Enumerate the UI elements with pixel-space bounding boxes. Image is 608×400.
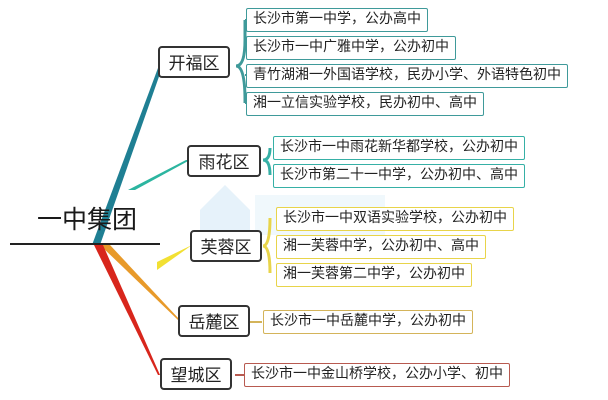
school-yuhua-1[interactable]: 长沙市一中雨花新华都学校，公办初中 <box>273 136 525 160</box>
school-yuhua-2[interactable]: 长沙市第二十一中学，公办初中、高中 <box>273 164 525 188</box>
district-yuelu[interactable]: 岳麓区 <box>178 305 250 337</box>
district-yuhua[interactable]: 雨花区 <box>187 145 261 177</box>
school-kaifu-4[interactable]: 湘一立信实验学校，民办初中、高中 <box>246 92 484 116</box>
root-node[interactable]: 一中集团 <box>36 205 137 234</box>
root-underline <box>10 243 160 245</box>
district-wangcheng[interactable]: 望城区 <box>160 358 232 390</box>
school-kaifu-3[interactable]: 青竹湖湘一外国语学校，民办小学、外语特色初中 <box>246 64 568 88</box>
school-wangcheng-1[interactable]: 长沙市一中金山桥学校，公办小学、初中 <box>244 363 510 387</box>
school-furong-1[interactable]: 长沙市一中双语实验学校，公办初中 <box>276 207 514 231</box>
school-furong-3[interactable]: 湘一芙蓉第二中学，公办初中 <box>276 263 472 287</box>
school-kaifu-1[interactable]: 长沙市第一中学，公办高中 <box>246 8 428 32</box>
district-kaifu[interactable]: 开福区 <box>158 46 230 78</box>
school-furong-2[interactable]: 湘一芙蓉中学，公办初中、高中 <box>276 235 486 259</box>
school-yuelu-1[interactable]: 长沙市一中岳麓中学，公办初中 <box>263 310 473 334</box>
district-furong[interactable]: 芙蓉区 <box>190 230 262 262</box>
school-kaifu-2[interactable]: 长沙市一中广雅中学，公办初中 <box>246 36 456 60</box>
